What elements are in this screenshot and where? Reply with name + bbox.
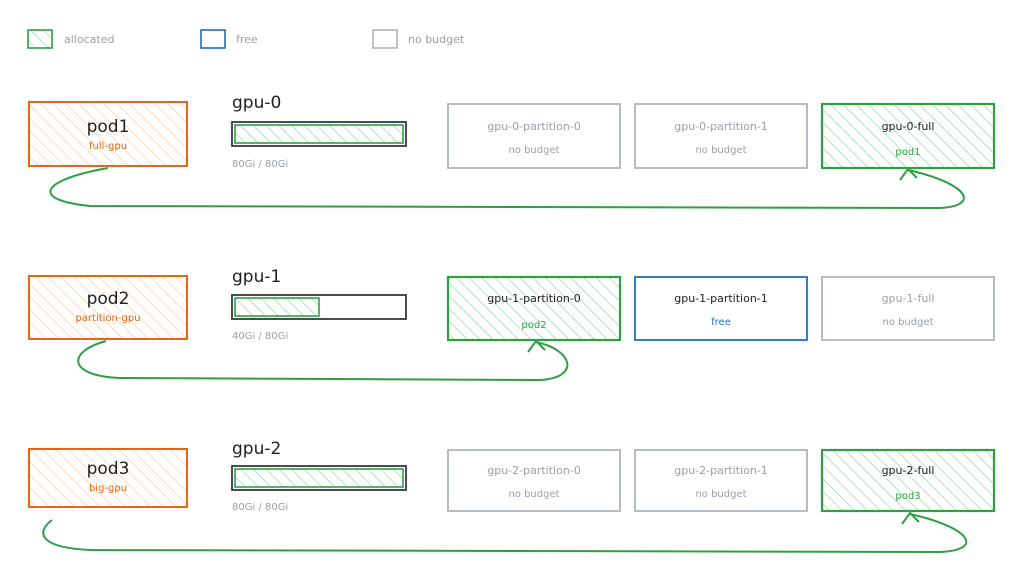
slot-status: pod1 [895, 147, 920, 158]
pod-profile: full-gpu [89, 141, 127, 152]
slot-status: pod2 [521, 320, 546, 331]
legend-item-free: free [200, 29, 258, 49]
slot-box [821, 276, 995, 341]
legend-swatch-free [200, 29, 226, 49]
gpu-name: gpu-2 [232, 439, 281, 459]
gpu-row: pod3 big-gpu gpu-2 80Gi / 80Gi gpu-2-par… [28, 439, 996, 554]
pod-card[interactable]: pod2 partition-gpu [28, 275, 188, 340]
legend-label-free: free [236, 33, 258, 46]
pod-profile: big-gpu [89, 483, 127, 494]
pod-box [28, 448, 188, 508]
slot-status: free [711, 317, 731, 328]
slot-box [447, 103, 621, 169]
pod-profile: partition-gpu [75, 313, 140, 324]
gpu-name: gpu-0 [232, 93, 281, 113]
pod-card[interactable]: pod1 full-gpu [28, 101, 188, 167]
full-gpu-slot[interactable]: gpu-1-full no budget [821, 276, 995, 341]
slot-status: pod3 [895, 491, 920, 502]
slot-box [820, 448, 996, 513]
slot-name: gpu-1-partition-0 [487, 292, 581, 305]
legend-label-allocated: allocated [64, 33, 114, 46]
pod-card[interactable]: pod3 big-gpu [28, 448, 188, 508]
partition-slot[interactable]: gpu-1-partition-1 free [634, 276, 808, 341]
assignment-arrow [49, 167, 965, 210]
legend-swatch-no-budget [372, 29, 398, 49]
pod-name: pod1 [87, 117, 130, 137]
gpu-row: pod1 full-gpu gpu-0 80Gi / 80Gi gpu-0-pa… [28, 93, 996, 210]
slot-name: gpu-2-full [882, 464, 935, 477]
memory-usage: 80Gi / 80Gi [232, 159, 288, 170]
full-gpu-slot[interactable]: gpu-2-full pod3 [820, 448, 996, 513]
slot-name: gpu-0-partition-1 [674, 120, 768, 133]
slot-box [820, 102, 996, 170]
slot-box [447, 449, 621, 512]
slot-name: gpu-2-partition-1 [674, 464, 768, 477]
slot-box [634, 449, 808, 512]
gpu-row: pod2 partition-gpu gpu-1 40Gi / 80Gi gpu… [28, 267, 995, 382]
pod-name: pod3 [87, 459, 130, 479]
arrow-head [899, 167, 918, 181]
assignment-arrow [42, 513, 968, 554]
gpu-name: gpu-1 [232, 267, 281, 287]
slot-status: no budget [695, 489, 746, 500]
partition-slot[interactable]: gpu-2-partition-0 no budget [447, 449, 621, 512]
assignment-arrow [77, 340, 569, 382]
gpu-summary: gpu-1 40Gi / 80Gi [231, 267, 407, 342]
gpu-summary: gpu-0 80Gi / 80Gi [231, 93, 407, 170]
partition-slot[interactable]: gpu-0-partition-1 no budget [634, 103, 808, 169]
full-gpu-slot[interactable]: gpu-0-full pod1 [820, 102, 996, 170]
slot-status: no budget [882, 317, 933, 328]
legend: allocated free no budget [27, 29, 465, 49]
arrow-head [527, 339, 546, 353]
gpu-summary: gpu-2 80Gi / 80Gi [231, 439, 407, 513]
partition-slot[interactable]: gpu-1-partition-0 pod2 [446, 275, 622, 342]
pod-box [28, 275, 188, 340]
memory-usage: 40Gi / 80Gi [232, 331, 288, 342]
slot-name: gpu-1-partition-1 [674, 292, 768, 305]
legend-item-no-budget: no budget [372, 29, 465, 49]
slot-name: gpu-0-partition-0 [487, 120, 581, 133]
legend-swatch-allocated [27, 29, 53, 49]
pod-box [28, 101, 188, 167]
slot-status: no budget [508, 145, 559, 156]
slot-name: gpu-0-full [882, 120, 935, 133]
slot-status: no budget [508, 489, 559, 500]
slot-name: gpu-2-partition-0 [487, 464, 581, 477]
legend-item-allocated: allocated [27, 29, 114, 49]
pod-name: pod2 [87, 289, 130, 309]
slot-box [634, 103, 808, 169]
memory-bar-fill [234, 468, 404, 488]
memory-bar-fill [234, 297, 320, 317]
arrow-head [901, 511, 920, 525]
partition-slot[interactable]: gpu-2-partition-1 no budget [634, 449, 808, 512]
slot-box [634, 276, 808, 341]
memory-usage: 80Gi / 80Gi [232, 502, 288, 513]
slot-name: gpu-1-full [882, 292, 935, 305]
partition-slot[interactable]: gpu-0-partition-0 no budget [447, 103, 621, 169]
slot-box [446, 275, 622, 342]
memory-bar-fill [234, 124, 404, 144]
slot-status: no budget [695, 145, 746, 156]
legend-label-no-budget: no budget [408, 33, 465, 46]
